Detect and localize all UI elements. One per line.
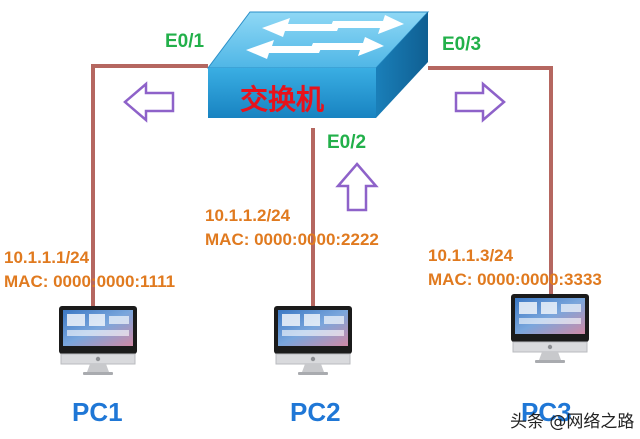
pc3-mac: MAC: 0000:0000:3333: [428, 270, 602, 289]
port-label-e0-2: E0/2: [327, 132, 367, 153]
watermark: 头条 @网络之路: [510, 412, 635, 432]
arrow-left-icon: [123, 81, 175, 123]
switch-front-face: [208, 68, 376, 118]
port-label-e0-3: E0/3: [442, 34, 482, 55]
pc3-label: PC3: [521, 397, 572, 427]
switch-arrows-icon: [246, 15, 404, 59]
pc2-address: 10.1.1.2/24 MAC: 0000:0000:2222: [205, 204, 379, 252]
computer-icon: [59, 306, 137, 375]
pc1-ip: 10.1.1.1/24: [4, 248, 90, 267]
cables: [91, 64, 553, 310]
cable-e0-1: [91, 64, 208, 310]
pc2-mac: MAC: 0000:0000:2222: [205, 230, 379, 249]
computers: [59, 294, 589, 375]
pc1-address: 10.1.1.1/24 MAC: 0000:0000:1111: [4, 246, 175, 294]
cable-e0-3: [428, 66, 553, 298]
arrow-up-icon: [335, 162, 379, 212]
arrow-right-icon: [454, 81, 506, 123]
pc1-label: PC1: [72, 397, 123, 427]
switch-icon: [207, 11, 430, 118]
switch-side-face: [376, 12, 428, 118]
pc2-ip: 10.1.1.2/24: [205, 206, 291, 225]
pc2-label: PC2: [290, 397, 341, 427]
pc1-mac: MAC: 0000:0000:1111: [4, 272, 176, 291]
flow-arrows: [123, 81, 506, 212]
port-label-e0-1: E0/1: [165, 31, 205, 52]
pc3-address: 10.1.1.3/24 MAC: 0000:0000:3333: [428, 244, 602, 292]
pc3-ip: 10.1.1.3/24: [428, 246, 514, 265]
computer-icon: [511, 294, 589, 363]
switch-label: 交换机: [240, 83, 325, 116]
computer-icon: [274, 306, 352, 375]
